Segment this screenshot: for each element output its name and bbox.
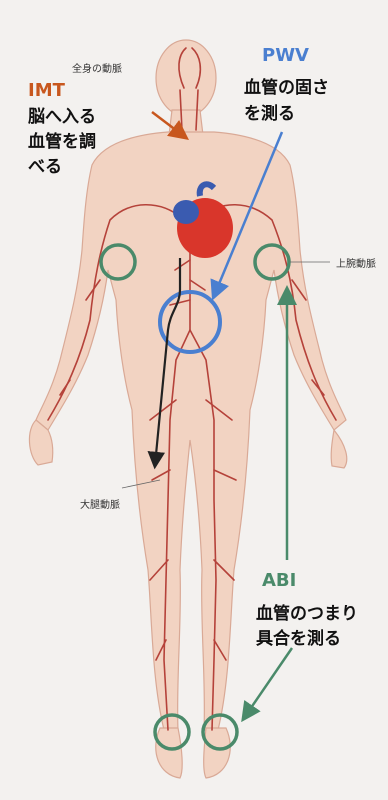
diagram-title: 全身の動脈 [72,60,122,75]
imt-acronym: IMT [28,80,65,101]
pwv-acronym: PWV [262,45,309,66]
imt-line-2: 血管を調 [28,130,96,154]
abi-arrow-down [244,648,292,718]
abi-line-2: 具合を測る [256,627,341,651]
thigh-artery-label: 大腿動脈 [80,496,120,511]
imt-line-1: 脳へ入る [28,105,96,129]
imt-line-3: べる [28,155,62,179]
abi-line-1: 血管のつまり [256,602,358,626]
pwv-line-2: を測る [244,102,295,126]
upper-arm-artery-label: 上腕動脈 [336,255,376,270]
abi-acronym: ABI [262,570,296,591]
pwv-line-1: 血管の固さ [244,76,329,100]
